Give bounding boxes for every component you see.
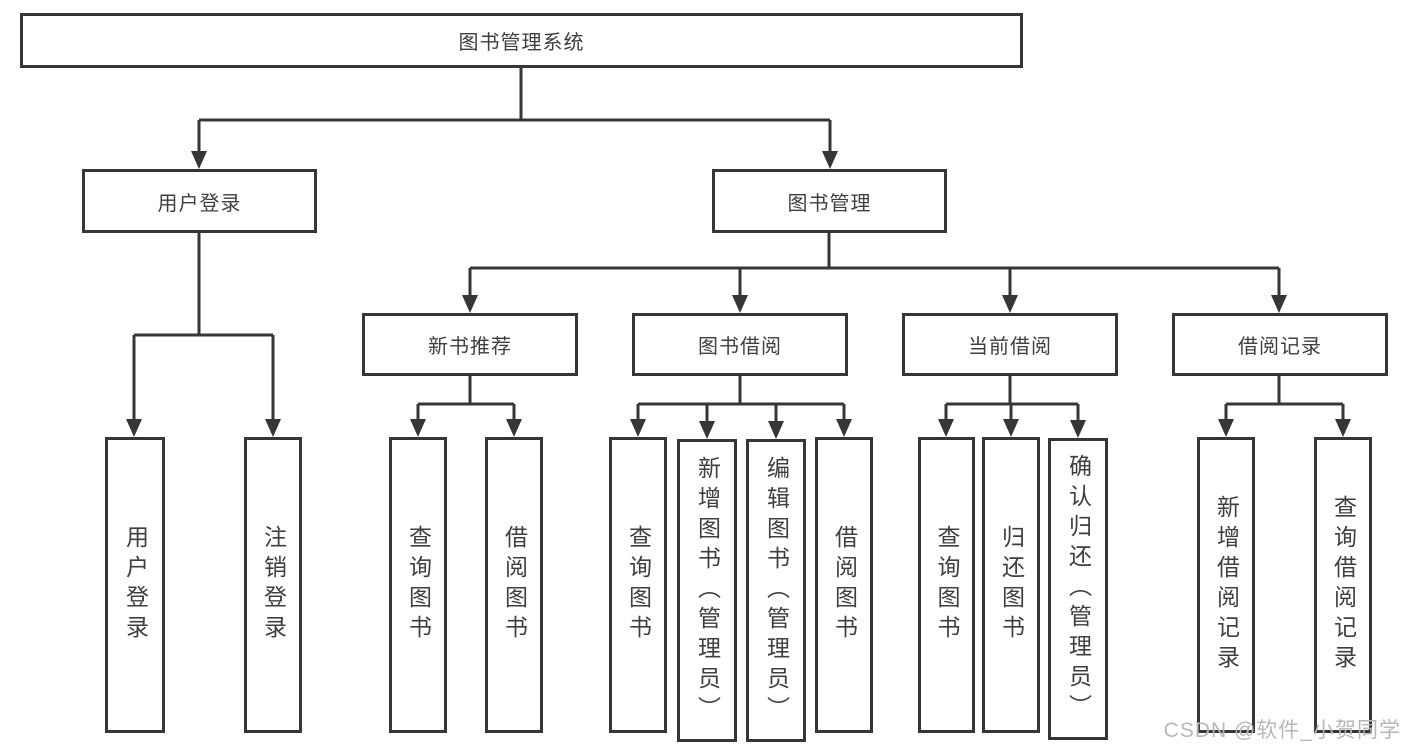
leaf-return-books: 归还图书 [982,437,1040,733]
node-book-borrowing: 图书借阅 [632,313,848,376]
watermark-csdn: CSDN @软件_小贺同学 [1163,719,1401,742]
leaf-query-books-current: 查询图书 [918,437,975,733]
node-new-book-recommendation: 新书推荐 [362,313,578,376]
leaf-add-book-admin: 新增图书（管理员） [677,439,737,742]
leaf-logout: 注销登录 [244,437,302,733]
node-library-management-system: 图书管理系统 [20,13,1023,68]
leaf-add-borrow-record: 新增借阅记录 [1197,437,1255,733]
leaf-query-borrow-record: 查询借阅记录 [1314,437,1372,733]
node-current-borrowing: 当前借阅 [902,313,1118,376]
arrowheads [126,151,1351,439]
leaf-query-books-recommend: 查询图书 [389,437,447,733]
leaf-borrow-books-recommend: 借阅图书 [485,437,543,733]
leaf-query-books-borrowing: 查询图书 [609,437,667,733]
node-user-login: 用户登录 [82,169,317,233]
leaf-borrow-books-borrowing: 借阅图书 [815,437,873,733]
leaf-edit-book-admin: 编辑图书（管理员） [746,439,806,742]
node-book-management: 图书管理 [712,169,947,233]
leaf-user-login: 用户登录 [105,437,165,733]
leaf-confirm-return-admin: 确认归还（管理员） [1048,438,1108,740]
node-borrowing-records: 借阅记录 [1172,313,1388,376]
